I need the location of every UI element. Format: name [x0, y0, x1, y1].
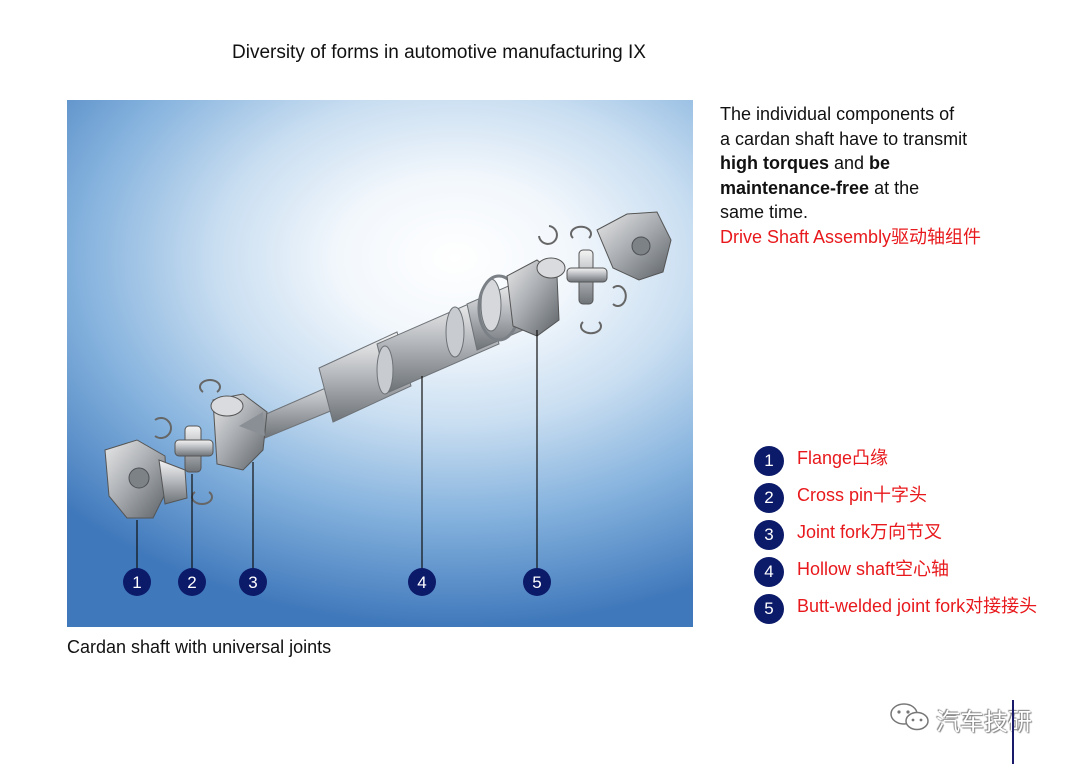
desc-subtitle: Drive Shaft Assembly驱动轴组件	[720, 226, 982, 247]
figure-caption: Cardan shaft with universal joints	[67, 637, 332, 657]
desc-line-2: a cardan shaft have to transmit	[720, 128, 968, 149]
svg-text:2: 2	[187, 573, 196, 592]
wechat-icon	[890, 703, 929, 731]
callout-1: 1	[123, 568, 151, 596]
divider	[1012, 700, 1014, 764]
right-flange	[596, 211, 672, 281]
callout-2: 2	[178, 568, 206, 596]
desc-and: and	[829, 153, 870, 174]
description-text: The individual components of a cardan sh…	[720, 102, 1050, 250]
legend-badge: 2	[754, 483, 784, 513]
joint-fork	[210, 393, 268, 471]
callout-4: 4	[408, 568, 436, 596]
desc-line-1: The individual components of	[720, 104, 955, 124]
legend-badge: 5	[754, 594, 784, 624]
legend-label: Flange凸缘	[797, 448, 889, 468]
right-cross-pin	[538, 225, 627, 335]
svg-text:1: 1	[132, 573, 141, 592]
cardan-shaft-illustration: 1 2 3 4 5	[104, 211, 672, 596]
page-title: Diversity of forms in automotive manufac…	[232, 42, 646, 63]
legend-label: Hollow shaft空心轴	[797, 559, 950, 579]
cardan-shaft-figure: 1 2 3 4 5	[67, 100, 693, 627]
callout-5: 5	[523, 568, 551, 596]
desc-bold-1: high torques	[720, 153, 829, 174]
legend-label: Cross pin十字头	[797, 485, 928, 505]
butt-welded-joint-fork	[506, 257, 566, 337]
flange	[104, 439, 188, 519]
watermark-logo: 汽车技研	[888, 700, 1032, 736]
leader-lines	[136, 330, 538, 570]
callouts: 1 2 3 4 5	[123, 568, 551, 596]
svg-text:5: 5	[532, 573, 541, 592]
svg-text:3: 3	[248, 573, 257, 592]
desc-line-4: at the	[869, 177, 920, 198]
svg-text:4: 4	[417, 573, 426, 592]
desc-bold-3: maintenance-free	[720, 177, 870, 198]
legend-badge: 3	[754, 520, 784, 550]
legend-label: Joint fork万向节叉	[797, 522, 943, 542]
desc-line-5: same time.	[720, 202, 809, 223]
callout-3: 3	[239, 568, 267, 596]
legend-badge: 4	[754, 557, 784, 587]
legend-badge: 1	[754, 446, 784, 476]
watermark-text: 汽车技研	[936, 708, 1032, 736]
desc-bold-2: be	[869, 153, 891, 174]
hollow-shaft	[256, 274, 538, 439]
legend-label: Butt-welded joint fork对接接头	[797, 596, 1038, 616]
